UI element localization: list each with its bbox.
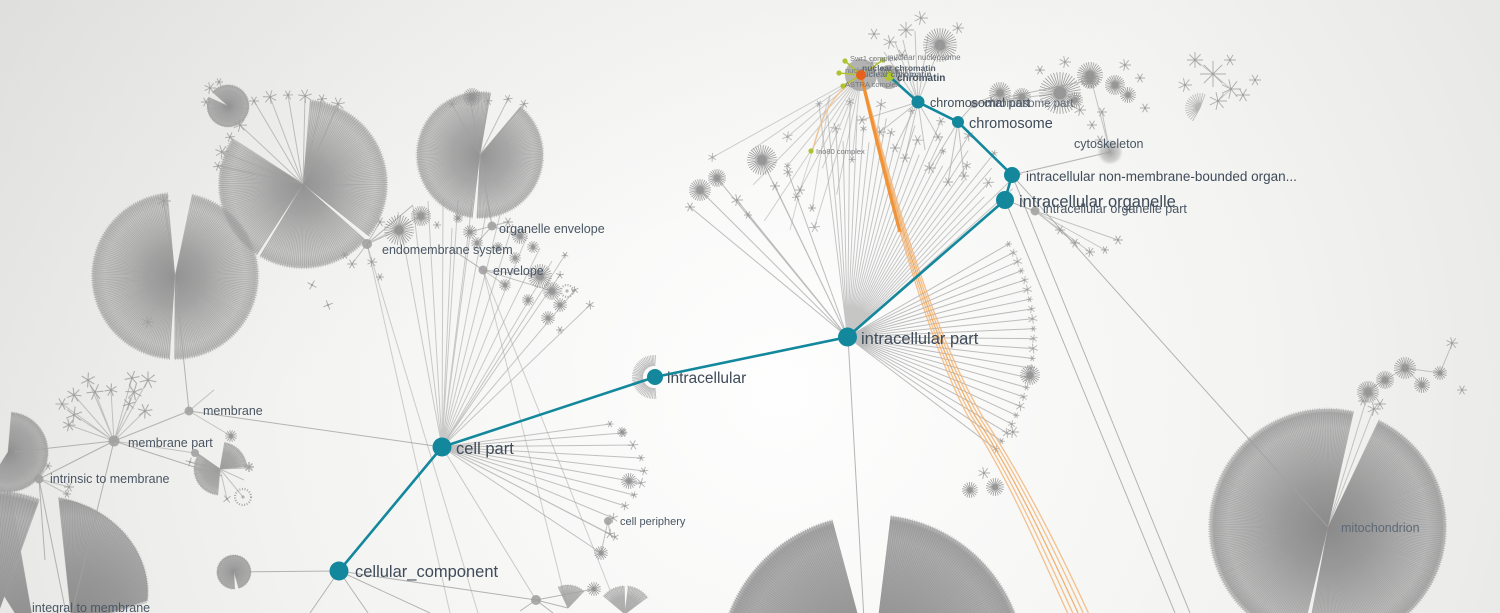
- svg-text:integral to membrane: integral to membrane: [32, 601, 150, 613]
- svg-text:nucleolar chromatin: nucleolar chromatin: [845, 66, 910, 75]
- svg-text:Ino80 complex: Ino80 complex: [816, 147, 865, 156]
- svg-text:organelle envelope: organelle envelope: [499, 222, 605, 236]
- svg-text:intrinsic to membrane: intrinsic to membrane: [50, 472, 170, 486]
- svg-text:nuclear chromatin: nuclear chromatin: [862, 63, 936, 73]
- svg-text:intracellular: intracellular: [667, 370, 746, 387]
- svg-text:cell periphery: cell periphery: [620, 516, 686, 528]
- svg-text:cellular_component: cellular_component: [355, 563, 499, 581]
- svg-text:chromosomal part: chromosomal part: [930, 96, 1031, 110]
- svg-text:Swr1 complex: Swr1 complex: [850, 54, 897, 63]
- svg-text:mitochondrion: mitochondrion: [1341, 521, 1420, 535]
- svg-text:intracellular part: intracellular part: [861, 330, 979, 348]
- svg-text:intracellular organelle part: intracellular organelle part: [1043, 202, 1187, 216]
- svg-text:chromosome: chromosome: [969, 116, 1053, 132]
- svg-text:intracellular non-membrane-bou: intracellular non-membrane-bounded organ…: [1026, 169, 1297, 184]
- svg-text:cell part: cell part: [456, 440, 514, 458]
- svg-text:envelope: envelope: [493, 264, 544, 278]
- svg-text:chromosome part: chromosome part: [984, 98, 1074, 110]
- svg-text:membrane: membrane: [203, 404, 263, 418]
- svg-text:cytoskeleton: cytoskeleton: [1074, 137, 1144, 151]
- svg-text:ASTRA complex: ASTRA complex: [845, 80, 900, 89]
- svg-text:intracellular organelle: intracellular organelle: [1019, 193, 1176, 211]
- svg-text:membrane part: membrane part: [128, 436, 213, 450]
- svg-text:chromatin: chromatin: [897, 73, 945, 84]
- svg-text:endomembrane system: endomembrane system: [382, 243, 513, 257]
- svg-text:nuclear nucleosome: nuclear nucleosome: [889, 53, 961, 62]
- svg-text:nuclear chromatin: nuclear chromatin: [858, 69, 932, 79]
